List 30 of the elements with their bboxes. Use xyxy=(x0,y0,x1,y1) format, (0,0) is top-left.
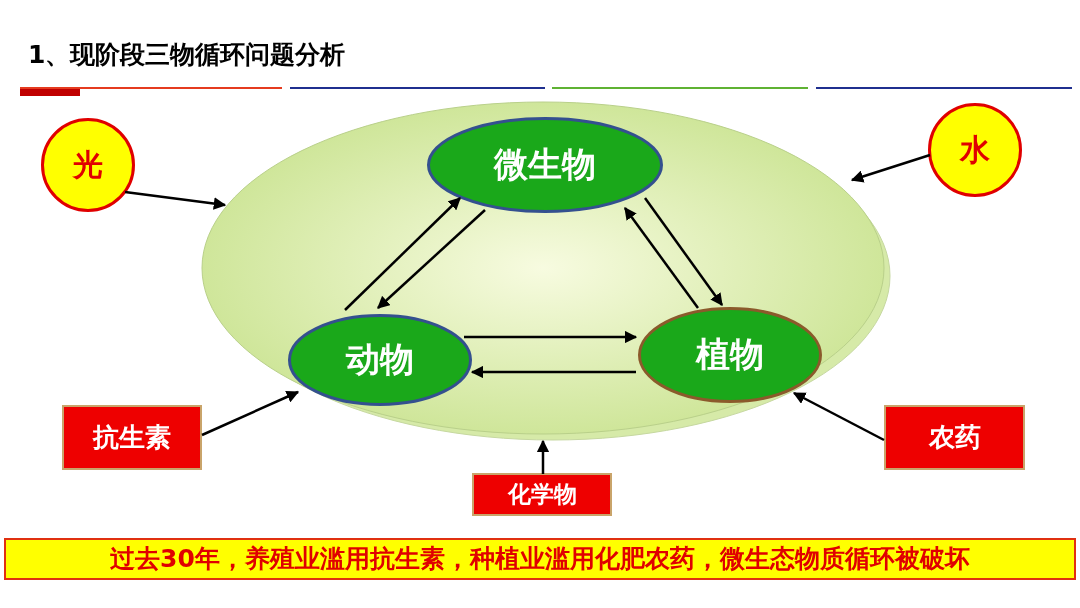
cycle-ellipse xyxy=(200,100,890,440)
arrow xyxy=(377,209,486,309)
factor-circle xyxy=(928,103,1022,197)
input-box xyxy=(884,405,1025,470)
node-label: 化学物 xyxy=(507,480,577,509)
slide-title: 1、现阶段三物循环问题分析 xyxy=(28,39,346,71)
node-label: 光 xyxy=(73,145,103,184)
arrow xyxy=(201,390,300,437)
arrow xyxy=(344,197,461,311)
arrow xyxy=(644,197,723,306)
node-label: 抗生素 xyxy=(93,421,171,454)
node-label: 农药 xyxy=(928,421,981,454)
arrow xyxy=(464,330,638,344)
node-label: 植物 xyxy=(696,333,764,376)
organism-ellipse xyxy=(638,307,822,403)
arrow xyxy=(792,391,885,442)
summary-banner: 过去30年，养殖业滥用抗生素，种植业滥用化肥农药，微生态物质循环被破坏 xyxy=(4,538,1076,580)
input-box xyxy=(472,473,612,516)
node-label: 水 xyxy=(960,130,990,169)
organism-ellipse xyxy=(288,314,472,406)
factor-circle xyxy=(41,118,135,212)
arrow xyxy=(124,190,227,210)
organism-ellipse xyxy=(427,117,663,213)
arrow xyxy=(850,153,931,183)
arrow xyxy=(624,207,699,309)
arrow xyxy=(470,365,636,379)
arrow xyxy=(536,439,550,474)
node-label: 微生物 xyxy=(494,143,596,186)
input-box xyxy=(62,405,202,470)
node-label: 动物 xyxy=(346,338,414,381)
